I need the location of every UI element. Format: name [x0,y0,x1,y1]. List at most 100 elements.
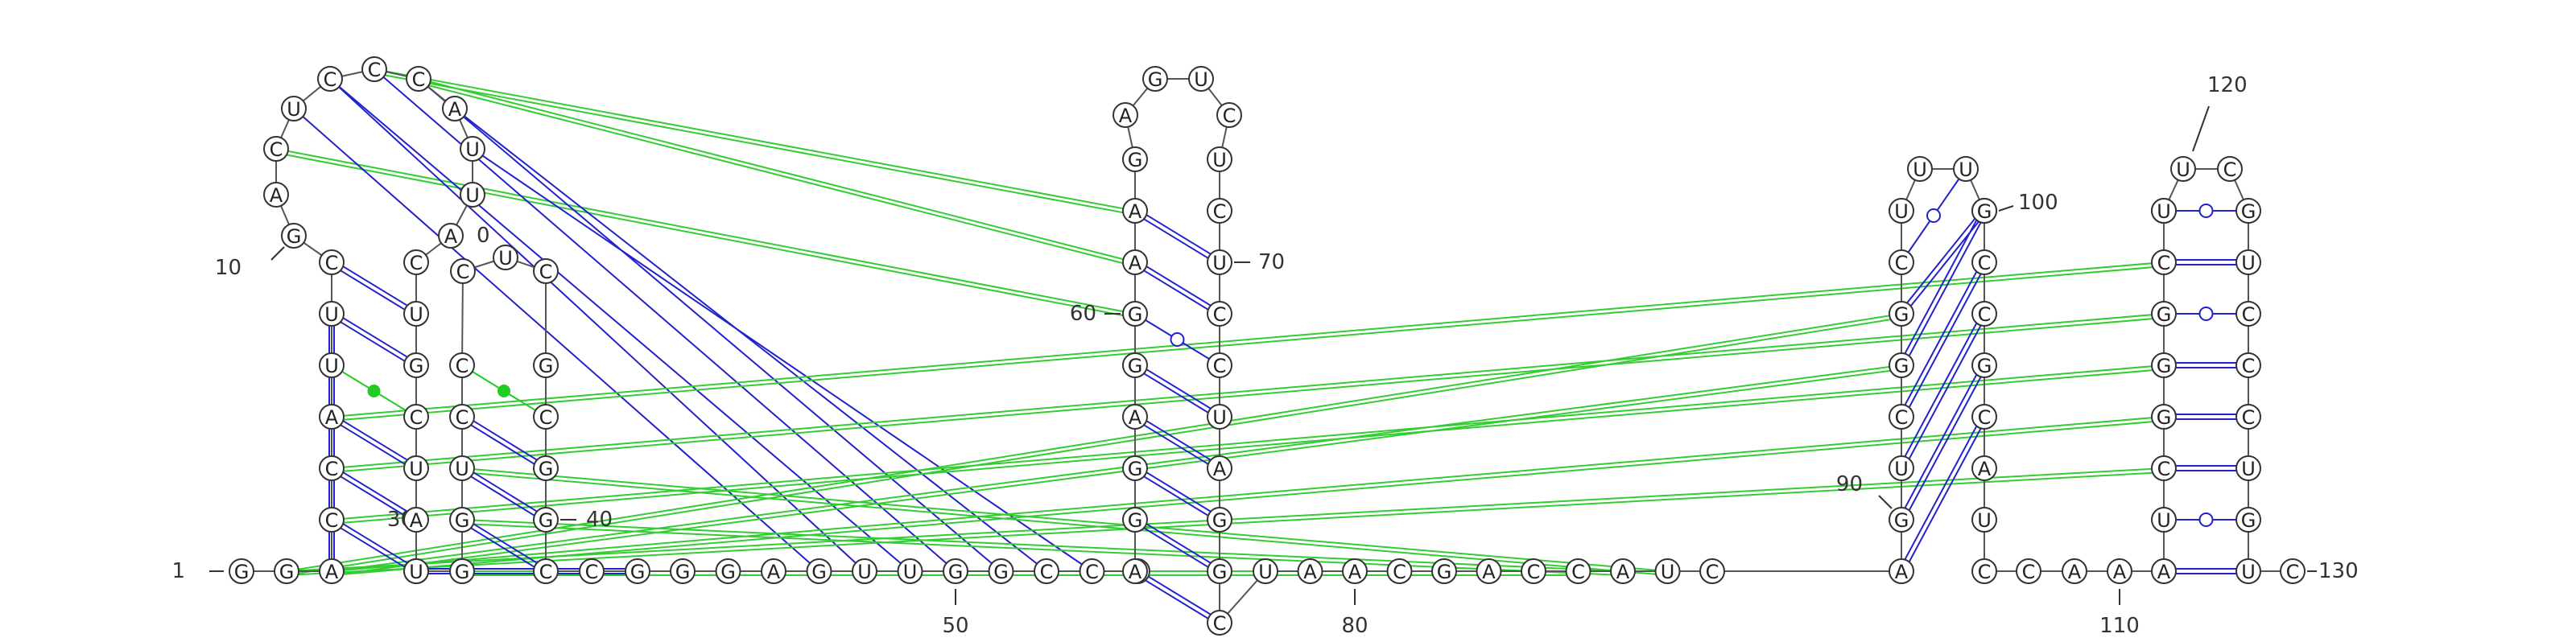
nucleotide-letter: A [1348,561,1362,583]
nucleotide-letter: G [539,509,554,532]
nucleotide: G [1431,558,1457,584]
position-label: 10 [215,246,285,280]
nucleotide-letter: A [1129,561,1142,583]
nucleotide-circle [1207,146,1232,172]
nucleotide-letter: U [2241,252,2256,274]
nucleotide-letter: C [1895,406,1909,429]
nucleotide-letter: C [1978,406,1992,429]
position-number: 100 [2018,191,2058,215]
nucleotide-circle [852,558,877,584]
nucleotide-circle [450,258,476,284]
nucleotide-circle [1142,66,1168,92]
position-number: 40 [586,508,613,532]
nucleotide-letter: U [1913,158,1927,181]
nucleotide-circle [1889,558,1914,584]
nucleotide-circle [1889,249,1914,275]
base-pair-line [329,263,415,317]
nucleotide-letter: C [270,138,283,161]
base-pair-line [460,469,545,523]
tertiary-pair-line [293,108,820,572]
base-pair-line [1133,572,1219,626]
pseudoknot-line [331,313,2165,469]
nucleotide-letter: A [1129,200,1142,223]
nucleotide-circle [1034,558,1059,584]
noncanonical-pair-marker [1170,332,1185,347]
nucleotide-circle [1654,558,1681,584]
nucleotide: C [319,249,345,275]
position-number: 1 [171,559,185,583]
nucleotide-circle [449,507,475,533]
nucleotide: U [460,182,485,208]
nucleotide: G [2151,404,2177,430]
nucleotide-circle [361,56,387,82]
pseudoknot-line [331,368,1902,576]
nucleotide: U [493,245,518,270]
nucleotide-letter: A [270,184,283,207]
nucleotide-circle [1889,507,1914,533]
base-pair-line [332,516,419,570]
nucleotide: C [319,455,345,481]
nucleotide-circle [1971,404,1997,430]
nucleotide-letter: G [811,561,827,583]
nucleotide-circle [1971,352,1997,378]
nucleotide-circle [1207,301,1232,327]
nucleotide: C [406,66,431,92]
nucleotide-letter: G [1212,509,1228,532]
nucleotide-letter: A [1978,458,1992,480]
nucleotide-circle [319,558,345,584]
nucleotide: C [2151,455,2177,481]
pseudoknot-line [331,368,2165,525]
nucleotide-circle [2062,558,2087,584]
nucleotide-letter: G [1128,355,1143,377]
nucleotide-letter: A [1616,561,1630,583]
nucleotide-circle [2151,404,2177,430]
nucleotide-letter: U [1894,458,1909,480]
noncanonical-pair-marker [2198,204,2214,218]
nucleotide-letter: G [1894,355,1909,377]
nucleotide-circle [1207,404,1232,430]
nucleotide: U [2235,558,2261,584]
nucleotide-circle [1122,146,1148,172]
nucleotide: A [2107,558,2132,584]
base-pair-line [1136,414,1222,467]
nucleotide-letter: C [410,252,423,274]
pseudoknot-line [275,152,1136,319]
position-label: 90 [1836,472,1893,509]
base-pair-line [1136,516,1222,570]
nucleotide-circle [406,66,431,92]
nucleotide: C [2280,558,2306,584]
nucleotide-circle [579,558,605,584]
nucleotide: U [2170,156,2196,182]
nucleotide-circle [1610,558,1636,584]
nucleotide: U [319,301,345,327]
base-pair-line [329,521,415,574]
base-pair-line [460,521,545,574]
nucleotide: C [2235,404,2261,430]
nucleotide-letter: U [1194,68,1208,91]
nucleotide-letter: C [456,406,469,429]
position-number: 110 [2099,614,2140,638]
nucleotide: G [403,352,429,378]
nucleotide-circle [2235,301,2261,327]
nucleotide-letter: U [1212,252,1227,274]
nucleotide-letter: C [1978,561,1992,583]
base-pair-line [329,418,415,471]
nucleotide-circle [2107,558,2132,584]
nucleotide-circle [2280,558,2306,584]
nucleotide-letter: U [2157,200,2171,223]
nucleotide-circle [319,404,345,430]
nucleotide-letter: U [409,561,423,583]
nucleotide-letter: C [585,561,599,583]
nucleotide-letter: G [1128,458,1143,480]
position-label: 120 [2192,73,2248,152]
nucleotide-circle [403,404,429,430]
nucleotide: C [319,507,345,533]
base-pair-line [1136,465,1222,519]
nucleotide-circle [1207,558,1232,584]
nucleotide: G [1122,352,1148,378]
nucleotide-circle [403,455,429,481]
nucleotide-circle [1889,352,1914,378]
nucleotide-circle [1971,249,1997,275]
nucleotide: A [1122,249,1148,275]
nucleotide: G [1142,66,1168,92]
